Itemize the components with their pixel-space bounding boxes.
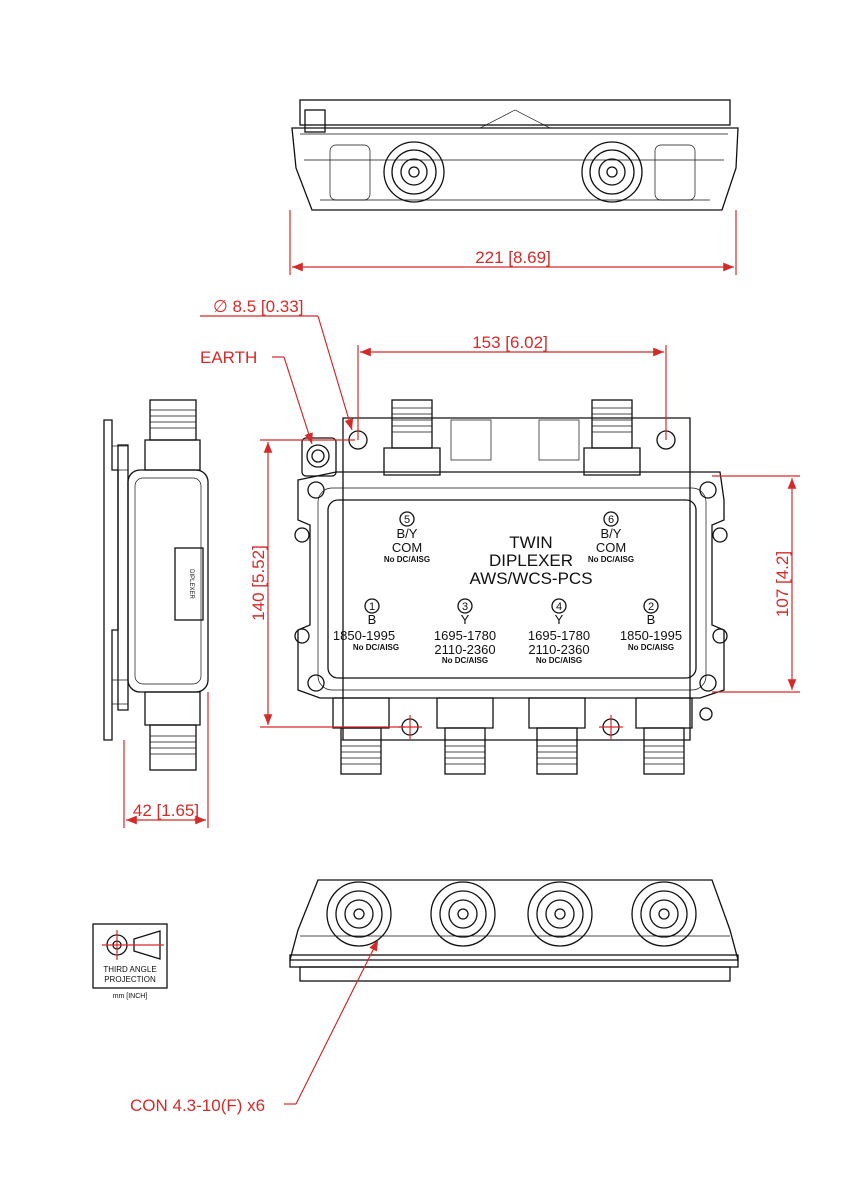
plate-title-line3: AWS/WCS-PCS xyxy=(469,569,592,588)
side-view: DIPLEXER 42 [1.65] xyxy=(103,399,209,828)
front-connector-1 xyxy=(332,697,390,775)
projection-line2: PROJECTION xyxy=(104,975,156,984)
height-body-dimension: 107 [4.2] xyxy=(773,551,792,617)
port-2-label: 2 B 1850-1995 No DC/AISG xyxy=(620,598,682,652)
units-label: mm [INCH] xyxy=(113,993,148,1000)
bottom-connector-3 xyxy=(430,881,496,947)
svg-text:2110-2360: 2110-2360 xyxy=(434,642,495,657)
top-connector-right xyxy=(581,141,643,203)
earth-stud-top xyxy=(304,109,326,133)
height-total-dimension: 140 [5.52] xyxy=(249,545,268,621)
svg-text:No DC/AISG: No DC/AISG xyxy=(442,656,488,665)
svg-text:B/Y: B/Y xyxy=(601,526,622,541)
projection-cone-icon xyxy=(133,930,161,960)
svg-text:B: B xyxy=(647,612,656,627)
projection-line1: THIRD ANGLE xyxy=(103,965,156,974)
svg-text:No DC/AISG: No DC/AISG xyxy=(384,555,430,564)
top-view: 221 [8.69] xyxy=(289,99,739,275)
earth-callout: EARTH xyxy=(200,348,257,367)
front-connector-4 xyxy=(528,697,586,775)
plate-title-line2: DIPLEXER xyxy=(489,551,573,570)
svg-text:No DC/AISG: No DC/AISG xyxy=(588,555,634,564)
svg-text:4: 4 xyxy=(556,601,562,613)
svg-text:3: 3 xyxy=(462,601,468,613)
svg-text:2110-2360: 2110-2360 xyxy=(528,642,589,657)
depth-dimension: 42 [1.65] xyxy=(133,801,199,820)
front-view: TWIN DIPLEXER AWS/WCS-PCS 5 B/Y COM No D… xyxy=(200,297,800,775)
svg-text:No DC/AISG: No DC/AISG xyxy=(353,643,399,652)
front-connector-5 xyxy=(383,399,441,476)
svg-text:No DC/AISG: No DC/AISG xyxy=(536,656,582,665)
port-1-label: 1 B 1850-1995 No DC/AISG xyxy=(333,598,399,652)
svg-text:B/Y: B/Y xyxy=(397,526,418,541)
label-plate: TWIN DIPLEXER AWS/WCS-PCS 5 B/Y COM No D… xyxy=(333,511,682,665)
bottom-view: CON 4.3-10(F) x6 xyxy=(130,879,739,1115)
bottom-connector-2 xyxy=(631,881,697,947)
bottom-connector-1 xyxy=(326,881,392,947)
svg-text:1850-1995: 1850-1995 xyxy=(333,628,395,643)
svg-text:1850-1995: 1850-1995 xyxy=(620,628,682,643)
front-connector-3 xyxy=(436,697,494,775)
svg-text:COM: COM xyxy=(596,540,626,555)
svg-text:Y: Y xyxy=(461,612,470,627)
svg-text:5: 5 xyxy=(404,514,410,526)
side-label-text: DIPLEXER xyxy=(188,569,194,599)
width-dimension: 221 [8.69] xyxy=(475,248,551,267)
svg-text:6: 6 xyxy=(608,514,614,526)
bottom-connector-4 xyxy=(527,881,593,947)
svg-text:COM: COM xyxy=(392,540,422,555)
hole-diameter-dimension: ∅ 8.5 [0.33] xyxy=(213,297,303,316)
earth-stud xyxy=(301,437,337,477)
top-connector-left xyxy=(383,141,445,203)
port-4-label: 4 Y 1695-1780 2110-2360 No DC/AISG xyxy=(528,598,590,665)
svg-text:1: 1 xyxy=(369,601,375,613)
port-6-label: 6 B/Y COM No DC/AISG xyxy=(588,511,634,564)
svg-text:2: 2 xyxy=(648,601,654,613)
plate-title-line1: TWIN xyxy=(509,533,552,552)
port-5-label: 5 B/Y COM No DC/AISG xyxy=(384,511,430,564)
third-angle-projection-symbol: THIRD ANGLE PROJECTION mm [INCH] xyxy=(92,923,168,1000)
port-3-label: 3 Y 1695-1780 2110-2360 No DC/AISG xyxy=(434,598,496,665)
connector-callout: CON 4.3-10(F) x6 xyxy=(130,1096,265,1115)
svg-text:Y: Y xyxy=(555,612,564,627)
hole-spacing-dimension: 153 [6.02] xyxy=(472,333,548,352)
front-connector-2 xyxy=(635,697,693,775)
svg-text:1695-1780: 1695-1780 xyxy=(528,628,590,643)
front-connector-6 xyxy=(583,399,641,476)
svg-text:B: B xyxy=(368,612,377,627)
svg-text:No DC/AISG: No DC/AISG xyxy=(628,643,674,652)
svg-text:1695-1780: 1695-1780 xyxy=(434,628,496,643)
